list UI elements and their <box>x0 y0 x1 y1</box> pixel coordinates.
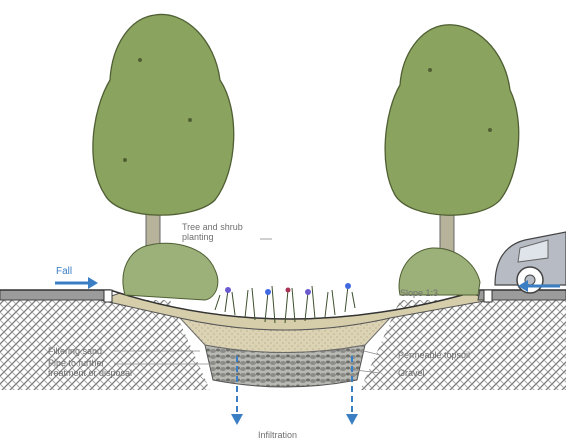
pipe-label: Pipe to further treatment or disposal <box>48 358 132 378</box>
car-icon <box>495 232 566 293</box>
shrub-icon <box>123 243 218 300</box>
fall-label: Fall <box>56 266 72 277</box>
slope-label: Slope 1:3 <box>400 288 438 298</box>
pipe-label-line-2: treatment or disposal <box>48 368 132 378</box>
topsoil-label: Permeable topsoil <box>398 350 470 360</box>
tree-label-line-2: planting <box>182 232 243 242</box>
kerb-inlet-left <box>104 290 112 302</box>
road-left <box>0 290 112 300</box>
gravel-label: Gravel <box>398 368 425 378</box>
infiltration-label: Infiltration <box>258 430 297 440</box>
flow-arrow-icon <box>55 277 98 289</box>
kerb-inlet-right <box>484 290 492 302</box>
filtering-sand-label: Filtering sand <box>48 346 102 356</box>
tree-label: Tree and shrub planting <box>182 222 243 242</box>
pipe-label-line-1: Pipe to further <box>48 358 132 368</box>
tree-label-line-1: Tree and shrub <box>182 222 243 232</box>
